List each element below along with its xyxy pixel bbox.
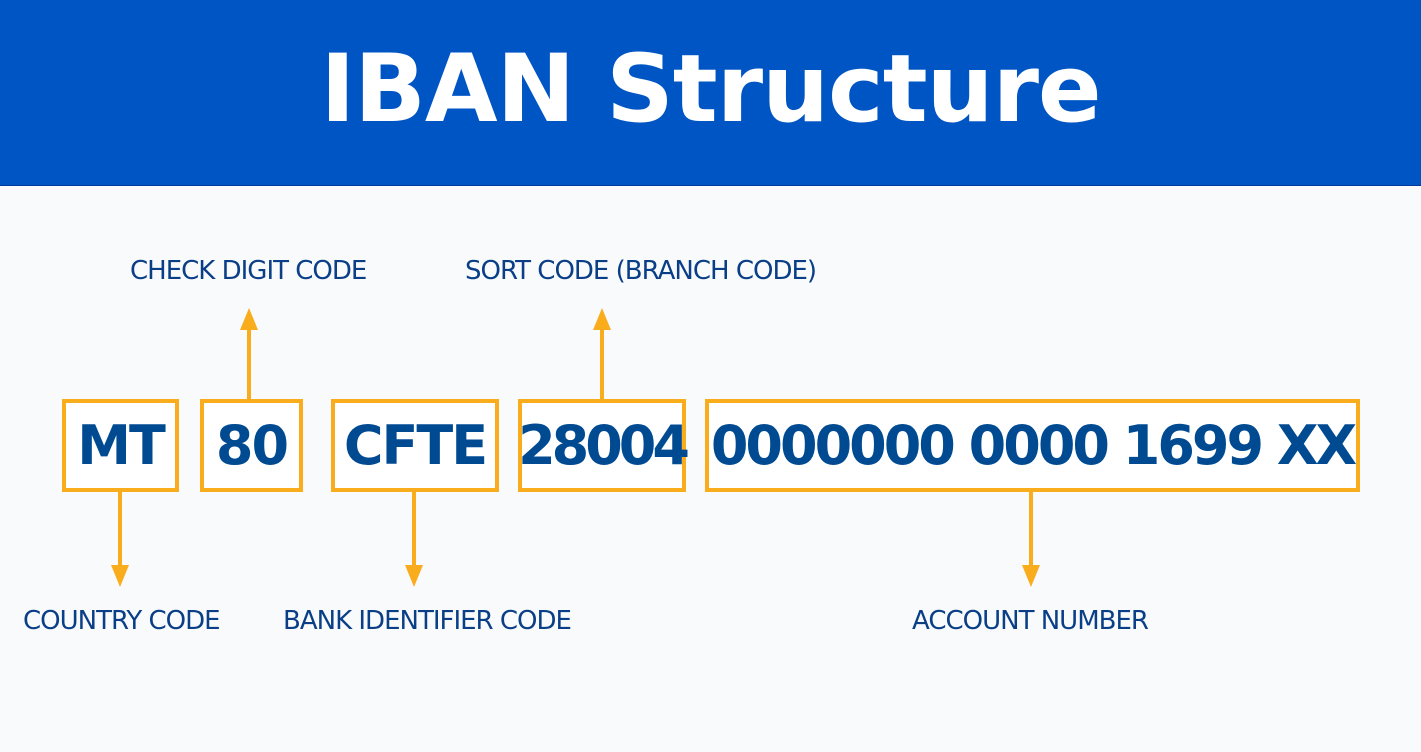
label-bank-identifier-code: BANK IDENTIFIER CODE — [283, 606, 572, 636]
arrow-bank-identifier — [405, 492, 423, 587]
segment-country-code: MT — [62, 399, 179, 492]
label-sort-code: SORT CODE (BRANCH CODE) — [465, 256, 817, 286]
arrow-account-number — [1022, 492, 1040, 587]
segment-sort-code: 28004 — [518, 399, 690, 492]
header-banner: IBAN Structure — [0, 0, 1421, 186]
segment-check-digits: 80 — [200, 399, 303, 492]
arrow-sort-code — [593, 308, 611, 399]
page-title: IBAN Structure — [320, 35, 1101, 144]
segment-account-number: 0000000 0000 1699 XX — [705, 399, 1360, 492]
label-account-number: ACCOUNT NUMBER — [912, 606, 1149, 636]
label-country-code: COUNTRY CODE — [23, 606, 221, 636]
arrow-country-code — [111, 492, 129, 587]
segment-bank-identifier: CFTE — [331, 399, 499, 492]
arrow-check-digit — [240, 308, 258, 399]
label-check-digit-code: CHECK DIGIT CODE — [130, 256, 367, 286]
